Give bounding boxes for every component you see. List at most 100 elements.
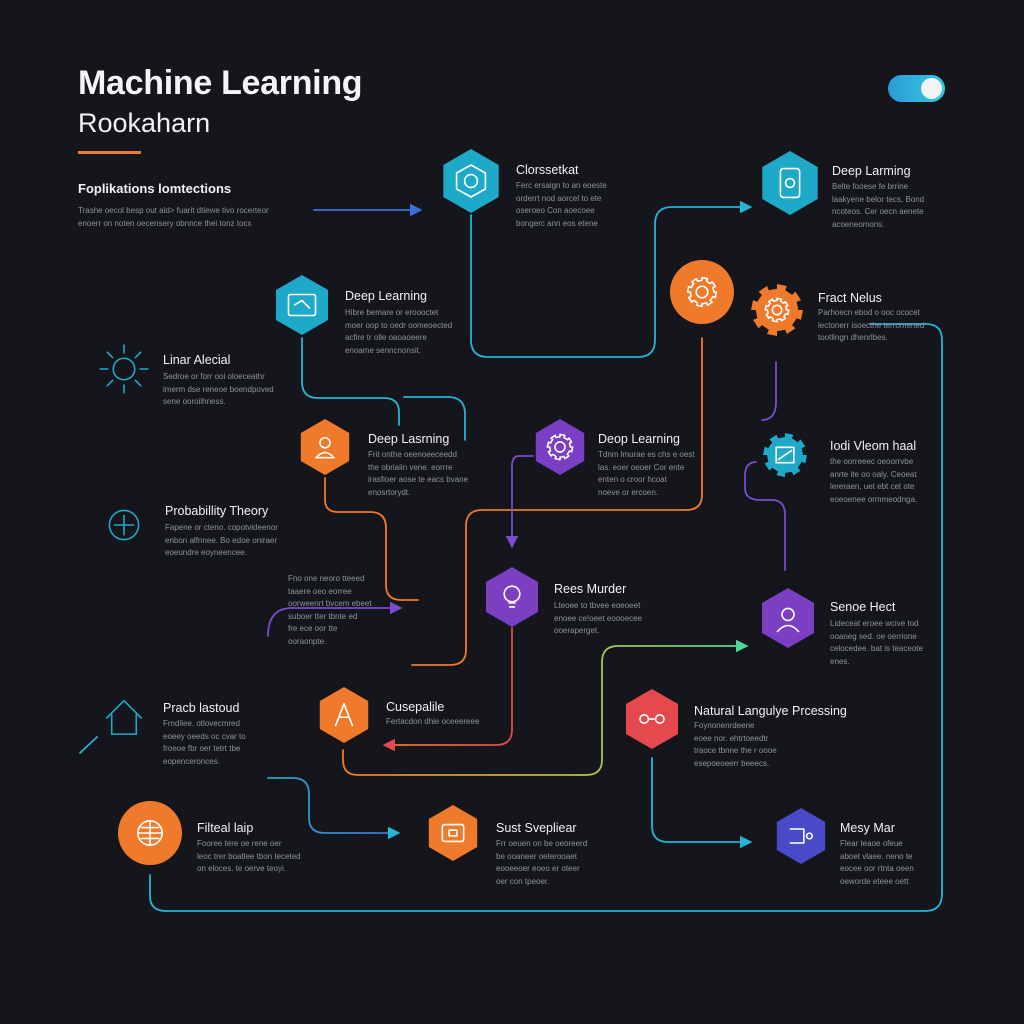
connector-clossetkat-down xyxy=(470,200,753,358)
gear-icon xyxy=(546,433,574,461)
circle-shape xyxy=(670,260,734,324)
node-mesy-mar[interactable] xyxy=(776,808,826,864)
node-label-sust-svepliear: Sust Svepliear xyxy=(496,821,577,835)
connector-deep-left-branch xyxy=(403,396,466,441)
connector-deep-left-down xyxy=(301,337,400,426)
connector-deep-mid-left-down xyxy=(324,477,419,601)
house-icon xyxy=(105,699,143,735)
node-label-deep-mid-center: Deop Learning xyxy=(598,432,681,446)
connector-nlp-down xyxy=(651,757,753,849)
node-sust-svepliear[interactable] xyxy=(428,805,478,861)
brain-icon xyxy=(108,509,140,541)
node-desc-deep-mid-center: Tdnm lmurae es chs e oest las. eoer oeoe… xyxy=(598,450,695,497)
hex-shape xyxy=(762,588,814,648)
hex-shape xyxy=(428,805,478,861)
node-label-filteal-laip: Filteal laip xyxy=(197,821,254,835)
node-label-pracb-lastoud: Pracb lastoud xyxy=(163,701,240,715)
node-clossetkat[interactable] xyxy=(443,149,499,213)
node-desc-node-vleom: the oorreeec oeoorrvbe anrte ite oo oaly… xyxy=(830,457,918,504)
node-desc-intro: Trashe oecol besp out ald> fuarit dtiewe… xyxy=(78,206,269,228)
node-desc-clossetkat: Ferc ersaign to an eoeste orderrt nod ao… xyxy=(516,181,607,228)
connector-cusepalile-to-senoe xyxy=(342,639,749,776)
node-gear-center[interactable] xyxy=(670,260,734,324)
face-icon xyxy=(776,607,800,633)
node-label-cusepalile: Cusepalile xyxy=(386,700,445,714)
node-desc-nlp: Foynonenrdeene eoee nor. ehtrtoeedtr tra… xyxy=(694,721,777,768)
sun-icon xyxy=(99,344,149,394)
hex-shape xyxy=(319,687,369,743)
node-node-vleom[interactable] xyxy=(763,433,807,477)
node-label-prob-theory: Probabillity Theory xyxy=(165,504,269,518)
node-deep-left[interactable] xyxy=(276,275,328,335)
node-label-node-vleom: Iodi Vleom haal xyxy=(830,439,917,453)
node-deep-top-right[interactable] xyxy=(762,151,818,215)
page-subtitle: Rookaharn xyxy=(78,108,211,138)
mobile-icon xyxy=(779,167,801,199)
gear-shape xyxy=(751,284,803,336)
letter-a-icon xyxy=(334,703,354,727)
chain-icon xyxy=(639,714,665,724)
node-desc-cusepalile: Fertacdon dhie oceeereee xyxy=(386,717,480,726)
connector-pracb-to-sust xyxy=(267,777,401,840)
node-desc-rees-murder: Lteoee to tbvee eoeoeet enoee ce!oeet eo… xyxy=(554,601,643,635)
node-deep-mid-left[interactable] xyxy=(300,419,350,475)
node-deep-mid-center[interactable] xyxy=(535,419,585,475)
node-label-deep-top-right: Deep Larming xyxy=(832,164,911,178)
node-senoe-hect[interactable] xyxy=(762,588,814,648)
hex-shape xyxy=(276,275,328,335)
gear-icon xyxy=(764,297,790,323)
node-desc-prob-theory: Fapene or cteno. copotvideenor enbon alf… xyxy=(165,523,278,557)
hex-shape xyxy=(486,567,538,627)
node-desc-filteal-laip: Fooree tere oe rene oer leoc trer boatle… xyxy=(197,839,301,873)
node-nlp[interactable] xyxy=(626,689,678,749)
node-label-mesy-mar: Mesy Mar xyxy=(840,821,895,835)
cube-icon xyxy=(455,164,487,198)
node-desc-deep-mid-left: Frit onthe oeenoeeceedd the obriaiin ven… xyxy=(368,450,469,497)
hex-shape xyxy=(762,151,818,215)
node-linear-alg[interactable] xyxy=(99,344,149,394)
node-prob-theory[interactable] xyxy=(108,509,140,541)
node-cusepalile[interactable] xyxy=(319,687,369,743)
node-desc-note-small: Fno one neoro tteeed taaere oeo eorree o… xyxy=(288,574,372,646)
node-label-fract-nelus: Fract Nelus xyxy=(818,291,882,305)
hex-shape xyxy=(776,808,826,864)
connector-deep-mid-center-down xyxy=(505,455,534,549)
connector-rees-down xyxy=(382,627,513,752)
node-label-intro: Foplikations lomtections xyxy=(78,181,232,196)
connector-gear-center-down xyxy=(411,337,703,666)
connector-fract-down xyxy=(761,361,777,421)
node-rees-murder[interactable] xyxy=(486,567,538,627)
node-label-deep-left: Deep Learning xyxy=(345,289,428,303)
connector-note-to-right xyxy=(267,601,403,637)
person-icon xyxy=(315,436,335,459)
theme-toggle[interactable] xyxy=(888,75,945,102)
node-desc-mesy-mar: Flear teaoe ofeue aboet vlaee. neno te e… xyxy=(840,839,914,886)
page-title: Machine Learning xyxy=(78,64,363,102)
node-label-clossetkat: Clorssetkat xyxy=(516,163,579,177)
toggle-knob xyxy=(921,78,942,99)
hex-shape xyxy=(443,149,499,213)
node-desc-pracb-lastoud: Frndilee. otlovecmred eoeey oeeds oc cva… xyxy=(163,719,246,766)
hex-shape xyxy=(535,419,585,475)
connector-pracb-left xyxy=(79,736,98,754)
gear-icon xyxy=(686,276,718,308)
node-filteal-laip[interactable] xyxy=(118,801,182,865)
connector-vleom-down xyxy=(744,461,786,571)
node-desc-sust-svepliear: Frr oeuen on be oeoreerd be ooaneer oete… xyxy=(496,839,588,886)
network-icon xyxy=(789,828,813,844)
node-desc-deep-top-right: Belte fooese fe brrine laakyene belor te… xyxy=(832,182,925,229)
node-desc-senoe-hect: Lideceat eroee wcive tod ooaneg sed. oe … xyxy=(830,619,923,666)
node-label-deep-mid-left: Deep Lasrning xyxy=(368,432,450,446)
node-label-linear-alg: Linar Alecial xyxy=(163,353,231,367)
grid-icon xyxy=(137,820,163,846)
map-icon xyxy=(775,446,795,464)
node-pracb-lastoud[interactable] xyxy=(105,699,143,735)
connector-outer-loop xyxy=(149,323,943,912)
node-label-senoe-hect: Senoe Hect xyxy=(830,600,896,614)
chip-icon xyxy=(441,823,465,843)
title-accent-rule xyxy=(78,151,141,154)
node-fract-nelus[interactable] xyxy=(751,284,803,336)
node-label-rees-murder: Rees Murder xyxy=(554,582,627,596)
